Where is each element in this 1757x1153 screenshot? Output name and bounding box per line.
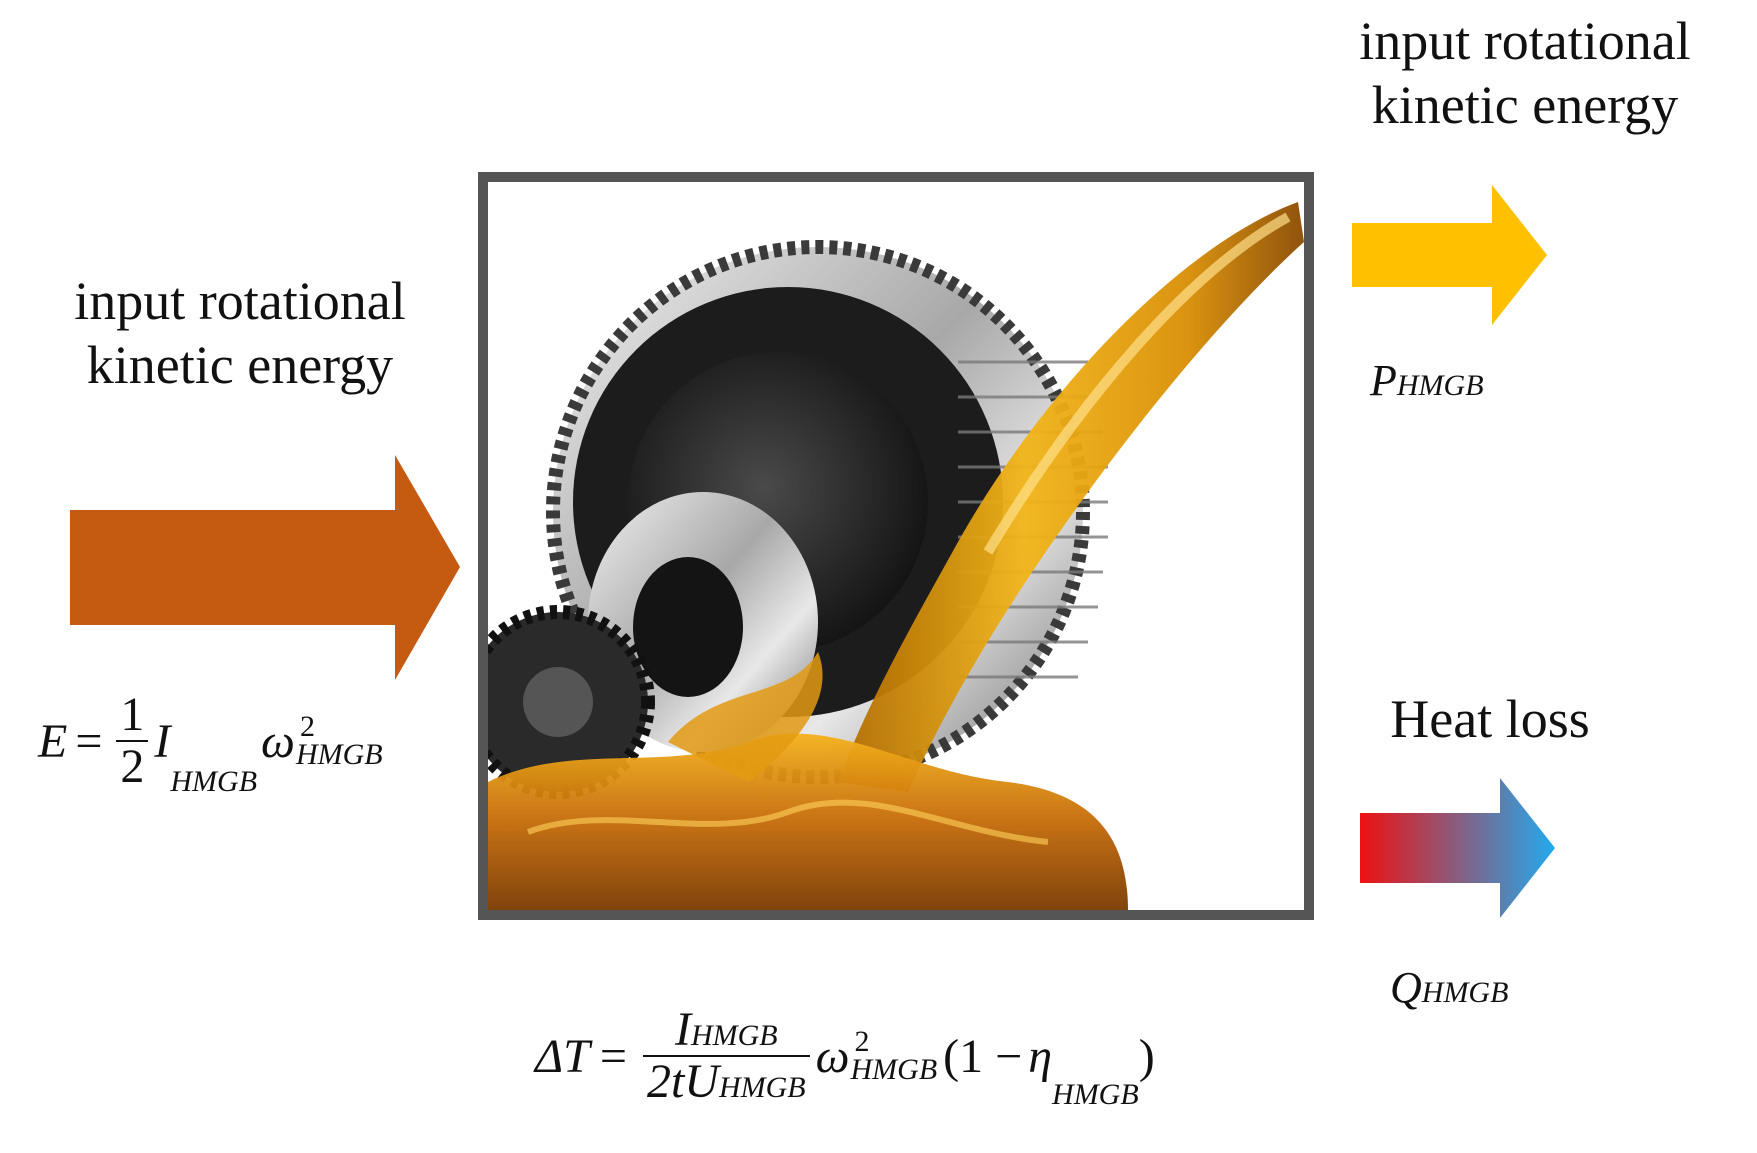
input-energy-label: input rotational kinetic energy <box>20 270 460 397</box>
output-energy-label-line-1: input rotational <box>1359 11 1691 71</box>
input-energy-label-line-1: input rotational <box>74 271 406 331</box>
energy-frac-bar <box>116 740 149 743</box>
dt-frac-bar <box>642 1055 810 1058</box>
dt-num-sub: HMGB <box>690 1019 778 1052</box>
dt-eta: η <box>1028 1029 1053 1083</box>
dt-num-var: I <box>674 1003 691 1056</box>
energy-frac-num: 1 <box>120 688 145 741</box>
dt-equals: = <box>599 1029 627 1083</box>
heat-loss-arrow-icon <box>1360 778 1555 918</box>
heat-loss-symbol-main: Q <box>1390 963 1422 1012</box>
output-power-symbol: PHMGB <box>1370 355 1484 406</box>
output-energy-label-line-2: kinetic energy <box>1371 74 1679 135</box>
dt-omega-scripts: 2 HMGB <box>850 1024 938 1087</box>
input-energy-arrow-icon <box>70 455 460 680</box>
output-power-arrow-icon <box>1352 185 1547 325</box>
dt-frac-den: 2tUHMGB <box>643 1057 810 1107</box>
energy-frac-den: 2 <box>120 740 145 794</box>
oil-splash <box>668 652 823 782</box>
output-arrow-shape <box>1352 185 1547 325</box>
heat-loss-symbol: QHMGB <box>1390 962 1508 1013</box>
small-gear-center <box>523 667 593 737</box>
oil-stream <box>838 202 1304 792</box>
temperature-rise-equation: ΔT = IHMGB 2tUHMGB ω 2 HMGB (1 − η HMGB … <box>535 1003 1155 1110</box>
dt-lhs: ΔT <box>535 1029 590 1083</box>
dt-paren-close: ) <box>1138 1029 1155 1083</box>
energy-inertia-var: I <box>154 714 171 768</box>
gearbox-image-frame <box>478 172 1314 920</box>
oil-ripple <box>526 799 1049 845</box>
dt-omega: ω <box>815 1029 850 1083</box>
energy-omega-sub: HMGB <box>295 738 383 772</box>
dt-fraction: IHMGB 2tUHMGB <box>642 1003 810 1108</box>
dt-omega-sub: HMGB <box>850 1053 938 1087</box>
dt-frac-num: IHMGB <box>671 1003 782 1056</box>
output-energy-label: input rotational kinetic energy <box>1305 10 1745 137</box>
oil-stream-highlight <box>983 212 1291 555</box>
dt-omega-sup: 2 <box>854 1024 870 1058</box>
heat-loss-label: Heat loss <box>1390 689 1590 749</box>
energy-half-fraction: 1 2 <box>116 688 149 794</box>
energy-lhs: E <box>38 714 68 768</box>
output-power-symbol-main: P <box>1370 356 1397 405</box>
big-gear-hub-hole <box>633 557 743 697</box>
gearbox-oil-icon <box>488 182 1304 910</box>
energy-inertia-sub: HMGB <box>170 764 258 798</box>
dt-paren-open: (1 − <box>943 1029 1023 1083</box>
output-power-symbol-sub: HMGB <box>1396 369 1484 402</box>
dt-den-pre: 2tU <box>646 1055 719 1109</box>
energy-omega: ω <box>261 714 295 768</box>
energy-omega-sup: 2 <box>299 709 315 743</box>
input-energy-label-line-2: kinetic energy <box>86 334 394 395</box>
input-arrow-shape <box>70 455 460 680</box>
dt-den-sub: HMGB <box>718 1071 806 1105</box>
oil-pool <box>488 733 1128 910</box>
energy-equals: = <box>75 714 103 768</box>
energy-omega-scripts: 2 HMGB <box>295 709 383 772</box>
heat-loss-symbol-sub: HMGB <box>1421 976 1509 1009</box>
kinetic-energy-equation: E = 1 2 I HMGB ω 2 HMGB <box>38 688 383 798</box>
heat-arrow-shape <box>1360 778 1555 918</box>
dt-eta-sub: HMGB <box>1052 1077 1139 1111</box>
